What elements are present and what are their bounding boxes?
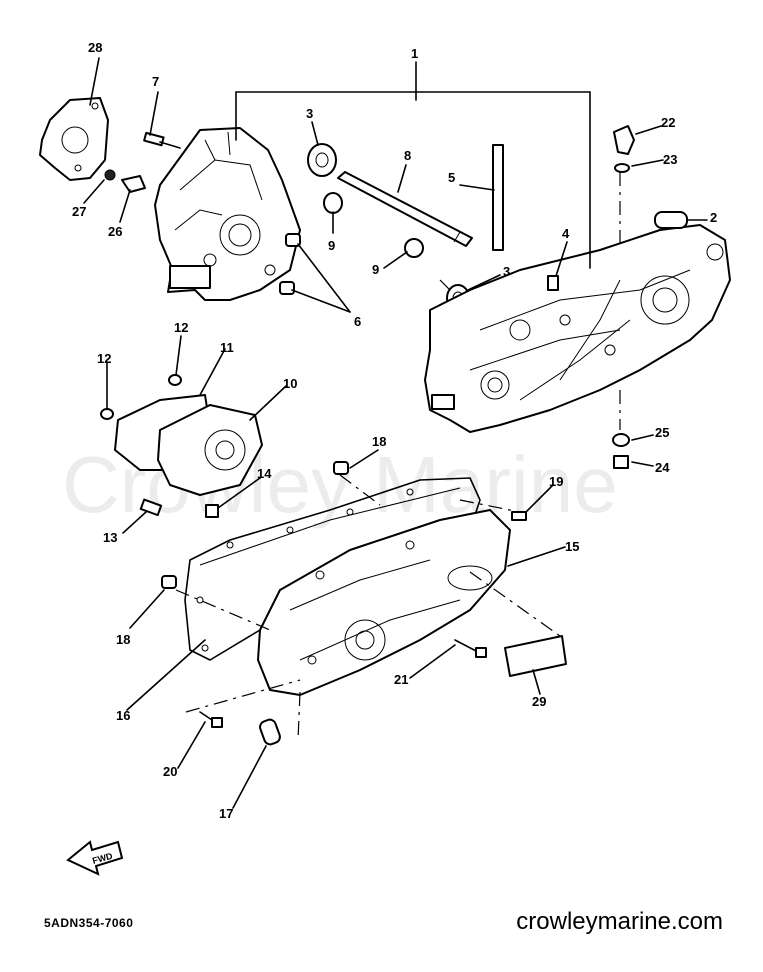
callout-7: 7 <box>152 74 159 89</box>
callout-13: 13 <box>103 530 117 545</box>
label-29 <box>504 635 567 677</box>
callout-24: 24 <box>655 460 670 475</box>
callout-3b: 3 <box>503 264 510 279</box>
callout-5: 5 <box>448 170 455 185</box>
dowel-18a <box>333 461 349 475</box>
callout-18b: 18 <box>116 632 130 647</box>
gasket-plate-28 <box>39 97 109 181</box>
ring-23 <box>614 163 630 173</box>
callout-28: 28 <box>88 40 102 55</box>
sleeve-2 <box>654 211 688 229</box>
callout-15: 15 <box>565 539 579 554</box>
bolt-27 <box>104 169 116 181</box>
callout-18a: 18 <box>372 434 386 449</box>
callout-26: 26 <box>108 224 122 239</box>
washer-25 <box>612 433 630 447</box>
callout-21: 21 <box>394 672 408 687</box>
bolt-7 <box>143 131 181 149</box>
callout-16: 16 <box>116 708 130 723</box>
bolt-20 <box>199 711 223 728</box>
bolt-24 <box>613 455 629 469</box>
callout-11: 11 <box>220 340 234 355</box>
callout-8: 8 <box>404 148 411 163</box>
website-label: crowleymarine.com <box>516 908 723 935</box>
callout-9b: 9 <box>372 262 379 277</box>
callout-23: 23 <box>663 152 677 167</box>
callout-19: 19 <box>549 474 563 489</box>
callout-12a: 12 <box>174 320 188 335</box>
callout-12b: 12 <box>97 351 111 366</box>
transmission-cover-15 <box>257 509 511 696</box>
bolt-19 <box>511 511 527 521</box>
callout-1: 1 <box>411 46 418 61</box>
clip-26 <box>121 175 146 193</box>
pipe-5 <box>492 144 504 251</box>
callout-29: 29 <box>532 694 546 709</box>
callout-27: 27 <box>72 204 86 219</box>
callout-4: 4 <box>562 226 570 241</box>
shaft-8 <box>337 171 473 247</box>
callout-10: 10 <box>283 376 297 391</box>
callout-6: 6 <box>354 314 361 329</box>
callout-17: 17 <box>219 806 233 821</box>
dowel-pins-6 <box>279 233 301 295</box>
leader-lines <box>83 57 708 809</box>
plug-22 <box>613 125 635 155</box>
callout-numbers: 28 7 1 3 8 5 22 23 2 27 26 9 9 4 3 6 12 … <box>72 40 717 821</box>
callout-9a: 9 <box>328 238 335 253</box>
callout-3: 3 <box>306 106 313 121</box>
callout-14: 14 <box>257 466 272 481</box>
dowel-18b <box>161 575 177 589</box>
callout-22: 22 <box>661 115 675 130</box>
callout-25: 25 <box>655 425 669 440</box>
crankcase-left <box>154 127 301 301</box>
crankcase-right <box>424 224 731 433</box>
small-cover <box>100 374 263 518</box>
fwd-arrow-icon: FWD <box>66 840 124 876</box>
callout-20: 20 <box>163 764 177 779</box>
callout-2: 2 <box>710 210 717 225</box>
pin-4 <box>547 275 559 291</box>
bolt-21 <box>454 639 487 658</box>
dowel-17 <box>259 718 281 746</box>
diagram-code: 5ADN354-7060 <box>44 916 134 930</box>
